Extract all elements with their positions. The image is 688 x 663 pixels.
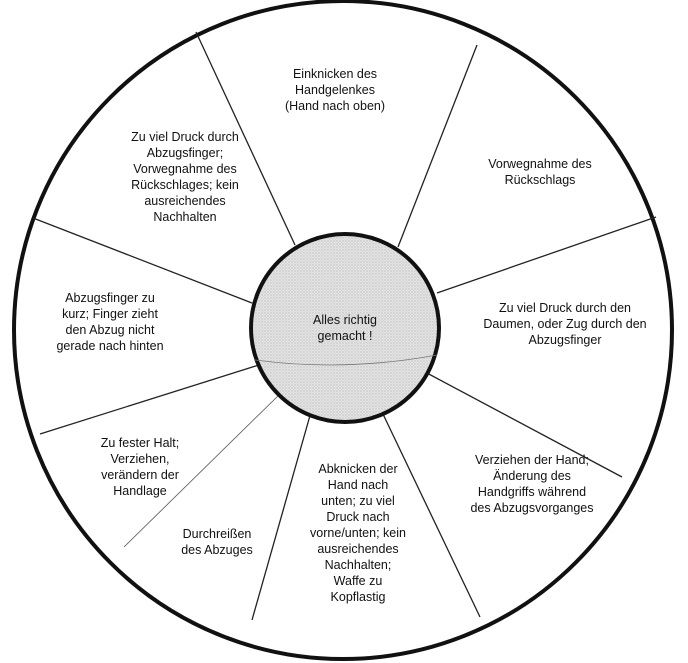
center-seam — [254, 354, 438, 366]
segment-text-right: Zu viel Druck durch den Daumen, oder Zug… — [483, 301, 647, 347]
segment-text-lower-left: Zu fester Halt; Verziehen, verändern der… — [100, 436, 180, 498]
segment-text-bottom-left: Durchreißen des Abzuges — [181, 527, 253, 557]
divider-line — [32, 217, 253, 304]
segment-text-left: Abzugsfinger zu kurz; Finger zieht den A… — [56, 291, 164, 353]
divider-line — [397, 44, 478, 248]
divider-line — [424, 371, 623, 478]
segment-text-lower-right: Verziehen der Hand; Änderung des Handgri… — [470, 453, 594, 515]
divider-line — [39, 363, 263, 435]
divider-line — [436, 216, 657, 294]
divider-line — [123, 391, 283, 548]
segment-text-upper-left: Zu viel Druck durch Abzugsfinger; Vorweg… — [131, 130, 239, 224]
segment-text-bottom: Abknicken der Hand nach unten; zu viel D… — [310, 462, 406, 604]
segment-text-top: Einknicken des Handgelenkes (Hand nach o… — [284, 67, 386, 113]
divider-line — [195, 31, 296, 246]
center-disc — [249, 232, 441, 424]
segment-text-upper-right: Vorwegnahme des Rückschlags — [488, 157, 592, 187]
divider-line — [381, 411, 481, 618]
center-label: Alles richtig gemacht ! — [313, 313, 377, 343]
divider-line — [251, 411, 312, 621]
